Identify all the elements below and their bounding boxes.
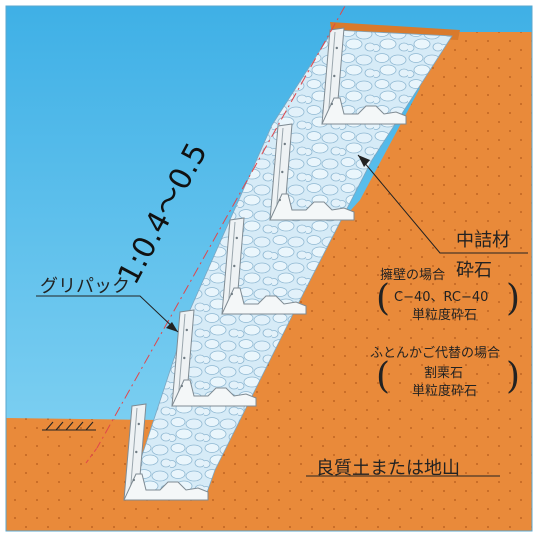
gripack-block: [221, 217, 307, 315]
gripack-block: [321, 27, 407, 125]
retaining-case-title: 擁壁の場合: [380, 268, 446, 283]
retaining-case-material-1: C−40、RC−40: [394, 290, 489, 305]
hatched-ground-icon: [42, 421, 96, 431]
futonkago-case-material-1: 割栗石: [424, 366, 464, 381]
futonkago-case-material-2: 単粒度砕石: [412, 384, 478, 399]
gripack-leader-line: [36, 295, 179, 333]
gripack-block: [123, 403, 209, 501]
crushed-stone-infill: [127, 29, 453, 499]
infill-label-line1: 中詰材: [456, 230, 510, 251]
futonkago-case-open-paren: (: [376, 356, 391, 397]
gripack-block: [269, 123, 355, 221]
retaining-case-open-paren: (: [376, 278, 391, 319]
gripack-blocks: [123, 27, 407, 501]
futonkago-case-title: ふとんかご代替の場合: [370, 346, 501, 361]
foundation-label: 良質土または地山: [316, 458, 460, 479]
gripack-label: グリパック: [40, 276, 130, 297]
retaining-case-material-2: 単粒度砕石: [412, 308, 478, 323]
infill-label-line2: 砕石: [456, 260, 492, 281]
retaining-case-close-paren: ): [506, 278, 521, 319]
gripack-block: [171, 309, 257, 407]
slope-guide-line: [96, 6, 346, 449]
futonkago-case-close-paren: ): [506, 356, 521, 397]
